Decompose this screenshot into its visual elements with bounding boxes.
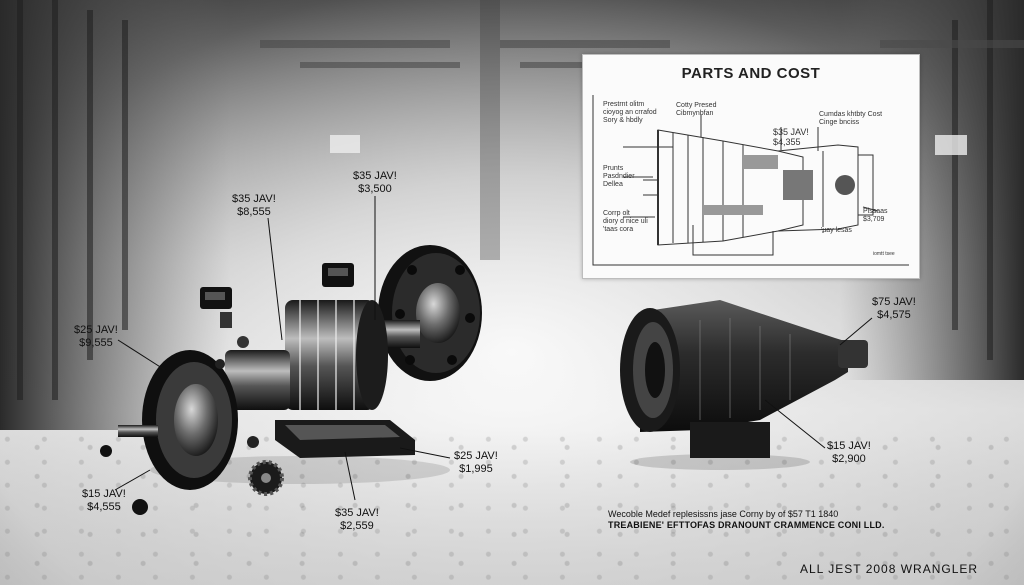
schematic-label-line: Cinge bnciss	[819, 119, 860, 126]
price-label-cost: $2,559	[340, 520, 374, 532]
schematic-label: Cotty Presed Cibmynbfan	[676, 102, 716, 118]
schematic-label: Cumdas khtbty Cost Cinge bnciss	[819, 111, 882, 127]
schematic-corner-label: iomtt tsee	[873, 251, 895, 257]
price-label-cost: $3,500	[358, 183, 392, 195]
price-label-part: $15 JAV!	[82, 488, 126, 500]
schematic-label-line: Prestrnt olitm	[603, 101, 645, 108]
price-label-part: $75 JAV!	[872, 296, 916, 308]
caption-line: TREABIENE' EFTTOFAS DRANOUNT CRAMMENCE C…	[608, 520, 885, 530]
price-label-part: $35 JAV!	[353, 170, 397, 182]
price-label: $25 JAV! $1,995	[454, 450, 498, 476]
schematic-label-line: Prunts	[603, 165, 624, 172]
schematic-label-line: Cumdas khtbty Cost	[819, 111, 883, 118]
price-label-cost: $4,555	[87, 501, 121, 513]
price-label-part: $25 JAV!	[74, 324, 118, 336]
price-label-cost: $2,900	[832, 453, 866, 465]
parts-and-cost-panel: PARTS AND COST	[582, 54, 920, 279]
price-label: $35 JAV! $2,559	[335, 507, 379, 533]
schematic-label-line: Cibmynbfan	[676, 110, 714, 117]
schematic-label-line: Dellea	[603, 181, 623, 188]
price-label: $15 JAV! $2,900	[827, 440, 871, 466]
schematic-label-line: $4,355	[773, 137, 801, 147]
price-label: $35 JAV! $3,500	[353, 170, 397, 196]
price-label-part: $35 JAV!	[232, 193, 276, 205]
schematic-label-line: Sory & hbdly	[603, 117, 643, 124]
schematic-label-line: Corrp olt	[603, 210, 630, 217]
caption: Wecoble Medef replesissns jase Corny by …	[608, 509, 908, 531]
price-label: $35 JAV! $8,555	[232, 193, 276, 219]
schematic-label: Prestrnt olitm cioyog an crrafod Sory & …	[603, 101, 657, 125]
price-label-cost: $1,995	[459, 463, 493, 475]
price-label: $15 JAV! $4,555	[82, 488, 126, 514]
schematic-label-line: Pissaas	[863, 208, 888, 215]
schematic-label-line: 'taas cora	[603, 226, 634, 233]
price-label-cost: $4,575	[877, 309, 911, 321]
panel-title: PARTS AND COST	[681, 65, 821, 82]
schematic-label-line: cioyog an crrafod	[603, 109, 657, 116]
price-label: $75 JAV! $4,575	[872, 296, 916, 322]
caption-line: Wecoble Medef replesissns jase Corny by …	[608, 509, 839, 519]
ring-gear	[142, 350, 238, 490]
schematic-label: Prunts Pasdndier Dellea	[603, 165, 635, 189]
price-label-part: $35 JAV!	[335, 507, 379, 519]
schematic-label-line: $3,709	[863, 216, 885, 223]
schematic-label: Corrp olt diory d nice uli 'taas cora	[603, 210, 648, 234]
gear-housing	[285, 300, 388, 410]
schematic-label-line: Pasdndier	[603, 173, 635, 180]
price-label: $25 JAV! $9,555	[74, 324, 118, 350]
schematic-diagram	[592, 95, 909, 266]
price-label-cost: $9,555	[79, 337, 113, 349]
schematic-label-line: Cotty Presed	[676, 102, 717, 109]
price-label-part: $15 JAV!	[827, 440, 871, 452]
price-label-cost: $8,555	[237, 206, 271, 218]
schematic-label: Pissaas $3,709	[863, 208, 888, 224]
schematic-label-line: $35 JAV!	[773, 127, 809, 137]
price-label-part: $25 JAV!	[454, 450, 498, 462]
schematic-label-line: diory d nice uli	[603, 218, 648, 225]
footer-title: ALL JEST 2008 WRANGLER	[800, 562, 979, 576]
schematic-label: 'uay lesas	[821, 227, 852, 234]
schematic-price-label: $35 JAV! $4,355	[773, 127, 809, 147]
